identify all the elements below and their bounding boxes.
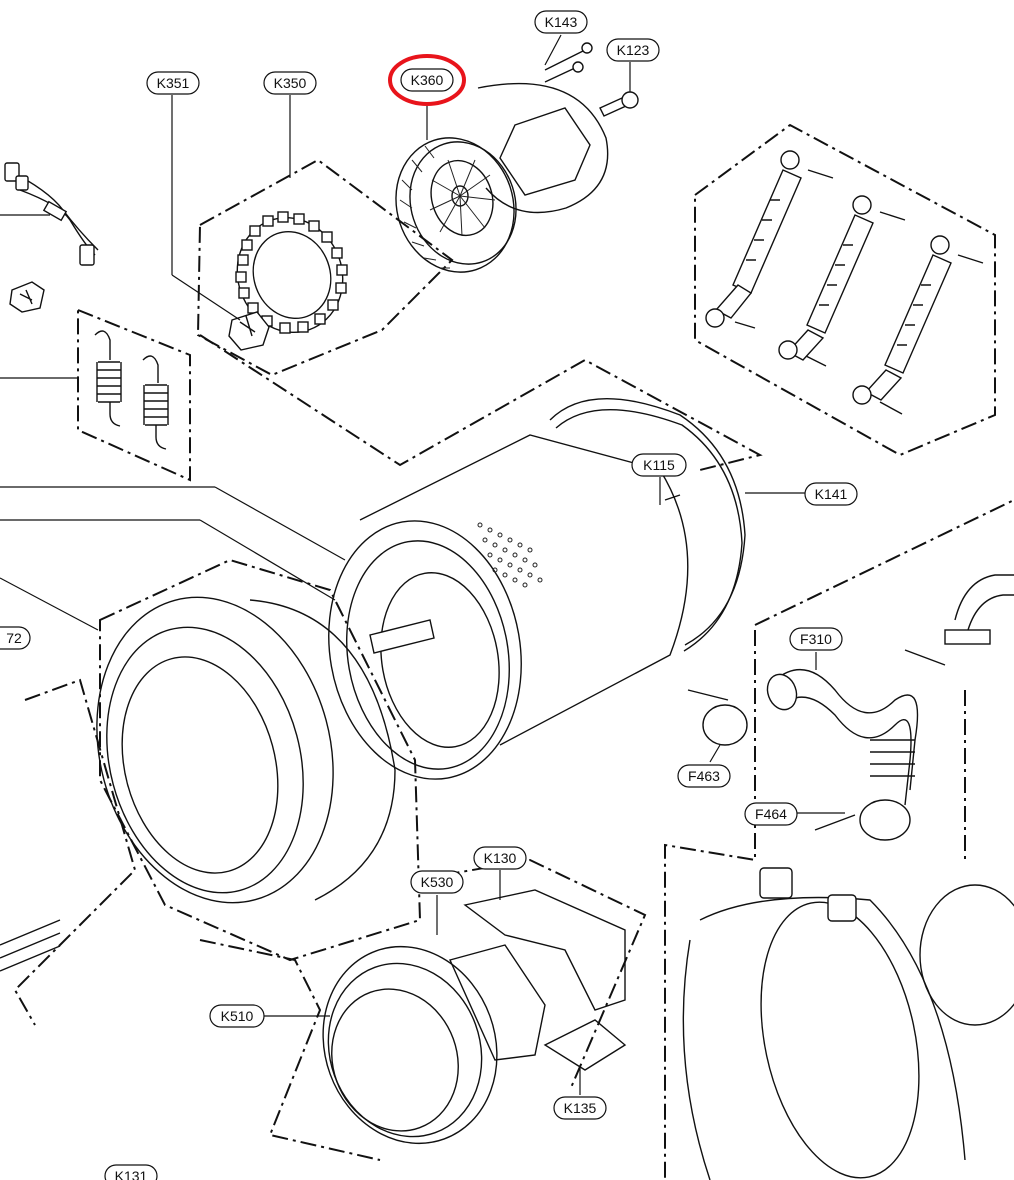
- label-72[interactable]: 72: [0, 626, 31, 650]
- label-k115[interactable]: K115: [631, 453, 687, 477]
- svg-text:K141: K141: [815, 486, 848, 502]
- left-leaders: [0, 214, 346, 631]
- drum-perforations: [477, 522, 543, 588]
- tub-springs: [94, 330, 169, 450]
- svg-text:K123: K123: [617, 42, 650, 58]
- shock-absorber-2: [778, 195, 906, 367]
- heater-element: [0, 919, 61, 972]
- label-f310[interactable]: F310: [789, 627, 843, 651]
- svg-text:F464: F464: [755, 806, 787, 822]
- left-bracket-outline: [13, 678, 137, 1026]
- k351-part: [228, 311, 270, 351]
- svg-text:K135: K135: [564, 1100, 597, 1116]
- k130-outline: [414, 858, 647, 1091]
- pump-housing: [682, 867, 1014, 1180]
- label-leaders: [171, 34, 845, 1095]
- svg-text:K360: K360: [411, 72, 444, 88]
- wire-harness: [4, 162, 99, 266]
- label-k135[interactable]: K135: [553, 1096, 607, 1120]
- inlet-pipe: [944, 574, 1014, 645]
- shock-absorbers: [705, 150, 984, 415]
- svg-text:K510: K510: [221, 1008, 254, 1024]
- label-k510[interactable]: K510: [209, 1004, 265, 1028]
- k350-group-outline: [196, 158, 454, 377]
- spring-group-outline: [77, 308, 191, 482]
- label-k143[interactable]: K143: [534, 10, 588, 34]
- label-k360[interactable]: K360: [388, 54, 466, 106]
- svg-text:K351: K351: [157, 75, 190, 91]
- svg-text:F310: F310: [800, 631, 832, 647]
- hose-clamps: [687, 649, 946, 841]
- label-k530[interactable]: K530: [410, 870, 464, 894]
- label-k131[interactable]: K131: [104, 1164, 158, 1180]
- label-k123[interactable]: K123: [606, 38, 660, 62]
- door-seal: [322, 945, 498, 1145]
- highlight-circle: [388, 54, 466, 106]
- upper-group-outline: [199, 334, 763, 471]
- door-group-outline: [199, 939, 381, 1161]
- tub-front: [96, 596, 396, 904]
- clip-part: [9, 281, 45, 313]
- svg-text:K350: K350: [274, 75, 307, 91]
- svg-text:F463: F463: [688, 768, 720, 784]
- k130-flange: [449, 889, 627, 1071]
- k360-pulley: [395, 82, 609, 273]
- drain-hose: [766, 668, 919, 806]
- assembly-outlines: [13, 123, 1014, 1180]
- svg-text:K530: K530: [421, 874, 454, 890]
- pulley-hub-hex: [499, 107, 591, 196]
- svg-text:72: 72: [6, 630, 22, 646]
- shock-absorber-3: [852, 235, 984, 415]
- svg-text:K131: K131: [115, 1168, 148, 1180]
- svg-text:K143: K143: [545, 14, 578, 30]
- label-k351[interactable]: K351: [146, 71, 200, 95]
- label-k130[interactable]: K130: [473, 846, 527, 870]
- label-k141[interactable]: K141: [804, 482, 858, 506]
- svg-text:K115: K115: [643, 457, 675, 473]
- label-f464[interactable]: F464: [744, 802, 798, 826]
- k350-bearing-ring: [235, 211, 348, 334]
- right-lower-outline-2: [664, 630, 756, 1180]
- label-k350[interactable]: K350: [263, 71, 317, 95]
- label-f463[interactable]: F463: [677, 764, 731, 788]
- svg-text:K130: K130: [484, 850, 517, 866]
- shock-absorber-1: [705, 150, 834, 329]
- shock-absorber-outline: [694, 123, 996, 457]
- spring-right: [142, 355, 169, 450]
- pulley-screws: [544, 42, 639, 117]
- right-lower-outline: [754, 499, 1014, 626]
- spring-left: [94, 330, 122, 427]
